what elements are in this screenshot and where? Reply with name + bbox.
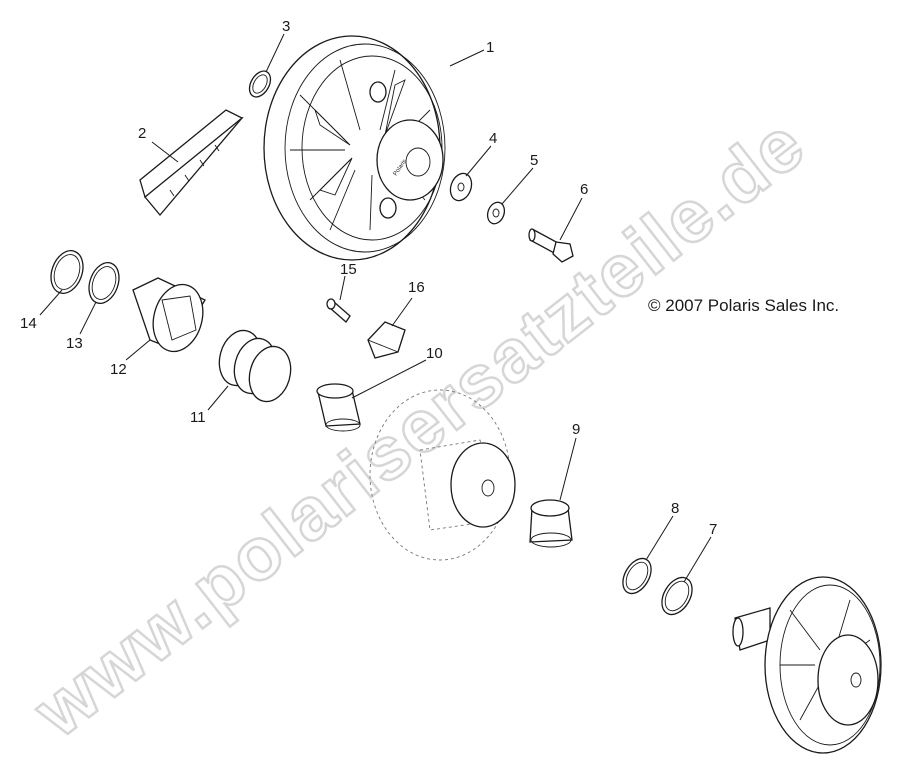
part-15-pin <box>326 298 351 323</box>
callout-15: 15 <box>340 261 357 278</box>
part-11-spring <box>218 329 292 403</box>
callout-8: 8 <box>671 500 679 517</box>
callout-14: 14 <box>20 315 37 332</box>
callout-13: 13 <box>66 335 83 352</box>
callout-4: 4 <box>489 130 497 147</box>
part-2-weight <box>139 109 244 217</box>
part-10-bushing <box>316 383 361 432</box>
callout-10: 10 <box>426 345 443 362</box>
part-7-ring <box>661 576 693 616</box>
callout-11: 11 <box>190 409 206 426</box>
part-13-ring <box>88 262 120 304</box>
part-8-ring <box>622 557 652 595</box>
part-12-spider <box>132 277 206 353</box>
driven-clutch-assembly <box>732 576 882 754</box>
leader-lines <box>39 33 712 583</box>
callout-16: 16 <box>408 279 425 296</box>
callout-3: 3 <box>282 18 290 35</box>
callout-7: 7 <box>709 521 717 538</box>
callout-9: 9 <box>572 421 580 438</box>
copyright-text: © 2007 Polaris Sales Inc. <box>648 296 839 315</box>
part-4-washer <box>449 172 473 202</box>
part-5-washer <box>486 201 506 225</box>
stationary-sheave <box>369 389 516 561</box>
callout-numbers: 1 2 3 4 5 6 7 8 9 10 11 12 13 14 15 16 <box>20 18 717 538</box>
callout-5: 5 <box>530 152 538 169</box>
part-9-bushing <box>529 499 573 548</box>
part-1-moveable-sheave: Polaris <box>263 35 446 261</box>
callout-12: 12 <box>110 361 127 378</box>
part-6-bolt <box>528 228 574 263</box>
part-16-block <box>367 321 406 359</box>
callout-2: 2 <box>138 125 146 142</box>
callout-1: 1 <box>486 39 494 56</box>
part-3-ring <box>248 70 272 98</box>
part-14-snap-ring <box>50 250 84 294</box>
callout-6: 6 <box>580 181 588 198</box>
